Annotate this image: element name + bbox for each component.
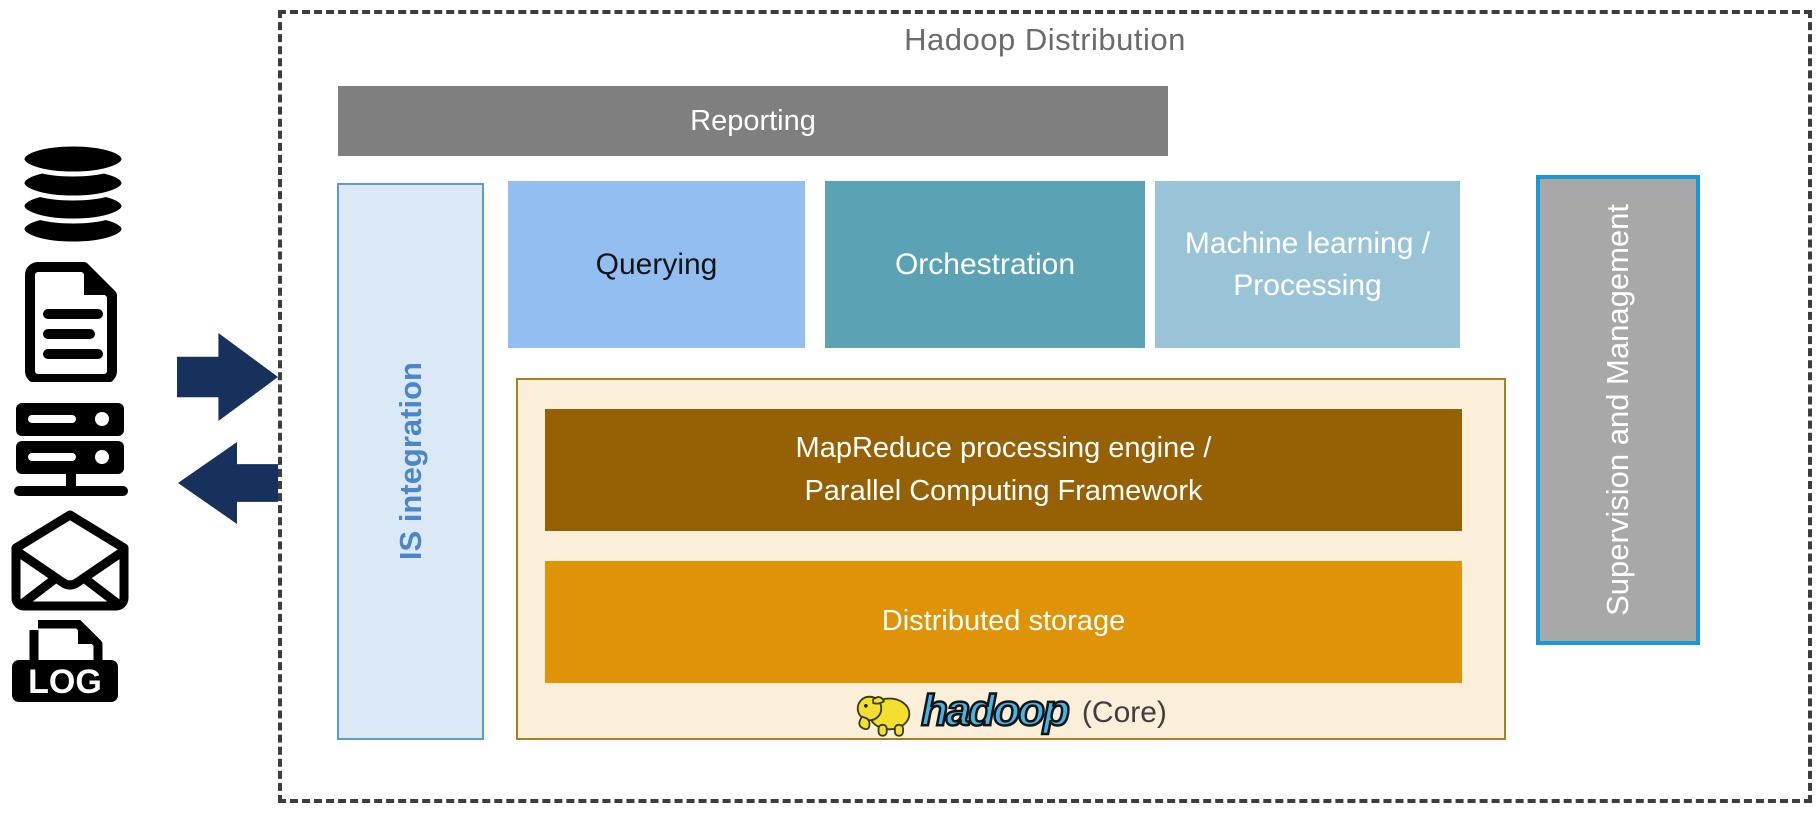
document-icon — [16, 262, 128, 382]
mapreduce-box: MapReduce processing engine / Parallel C… — [545, 409, 1462, 531]
supervision-box: Supervision and Management — [1536, 175, 1700, 645]
is-integration-box: IS integration — [337, 183, 484, 740]
mail-icon — [10, 510, 130, 612]
querying-box: Querying — [508, 181, 805, 348]
machine-learning-box: Machine learning / Processing — [1155, 181, 1460, 348]
machine-learning-label: Machine learning / Processing — [1184, 226, 1431, 302]
orchestration-label: Orchestration — [894, 247, 1076, 281]
is-integration-label: IS integration — [392, 362, 428, 561]
mapreduce-label: MapReduce processing engine / Parallel C… — [795, 431, 1212, 508]
supervision-label: Supervision and Management — [1600, 204, 1635, 616]
hadoop-core-caption: hadoop (Core) — [516, 685, 1506, 741]
log-file-icon: LOG — [12, 620, 124, 704]
server-icon — [14, 403, 128, 499]
distributed-storage-label: Distributed storage — [881, 605, 1126, 638]
querying-label: Querying — [595, 247, 718, 281]
diagram-title: Hadoop Distribution — [904, 22, 1186, 57]
core-suffix-label: (Core) — [1081, 696, 1167, 729]
log-label: LOG — [28, 663, 102, 701]
hadoop-distribution-frame — [278, 10, 1812, 803]
reporting-box: Reporting — [338, 86, 1168, 156]
orchestration-box: Orchestration — [825, 181, 1145, 348]
distributed-storage-box: Distributed storage — [545, 561, 1462, 683]
arrow-left-icon — [178, 442, 278, 524]
hadoop-elephant-icon — [855, 688, 913, 738]
hadoop-logo-text: hadoop — [920, 686, 1071, 735]
database-icon — [18, 142, 128, 246]
reporting-label: Reporting — [690, 104, 816, 137]
arrow-right-icon — [177, 333, 278, 421]
